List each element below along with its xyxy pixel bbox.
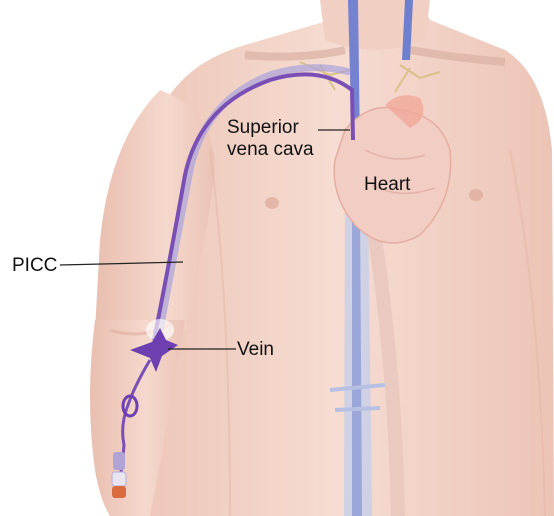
superior-vena-cava-label-line1: Superior	[227, 117, 314, 139]
superior-vena-cava-label: Superior vena cava	[227, 117, 314, 161]
neck	[320, 0, 430, 50]
picc-label: PICC	[12, 255, 57, 277]
heart-label: Heart	[364, 174, 410, 196]
vein-label: Vein	[237, 339, 274, 361]
superior-vena-cava-label-line2: vena cava	[227, 139, 314, 161]
